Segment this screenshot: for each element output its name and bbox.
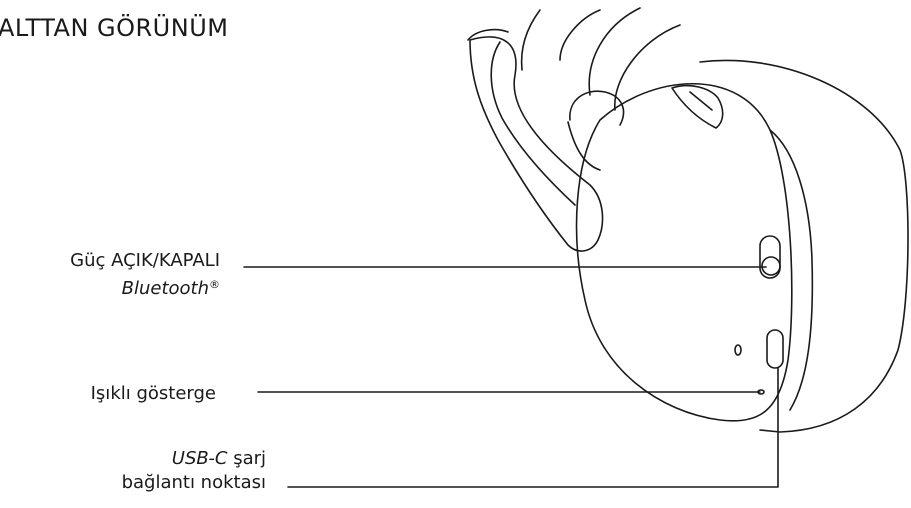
power-switch-knob	[762, 257, 780, 275]
top-button-detail	[690, 92, 712, 110]
headband-strand-2	[589, 8, 640, 95]
headband-strand-3	[615, 25, 680, 110]
boom-inner-edge	[491, 42, 575, 205]
headband-strand-1	[560, 10, 600, 60]
headband-strand-4	[522, 10, 540, 70]
mic-hole	[735, 345, 741, 355]
top-control-button	[672, 86, 723, 128]
microphone-boom	[470, 37, 603, 251]
usb-leader-line	[288, 368, 778, 487]
usb-c-port	[767, 330, 783, 368]
